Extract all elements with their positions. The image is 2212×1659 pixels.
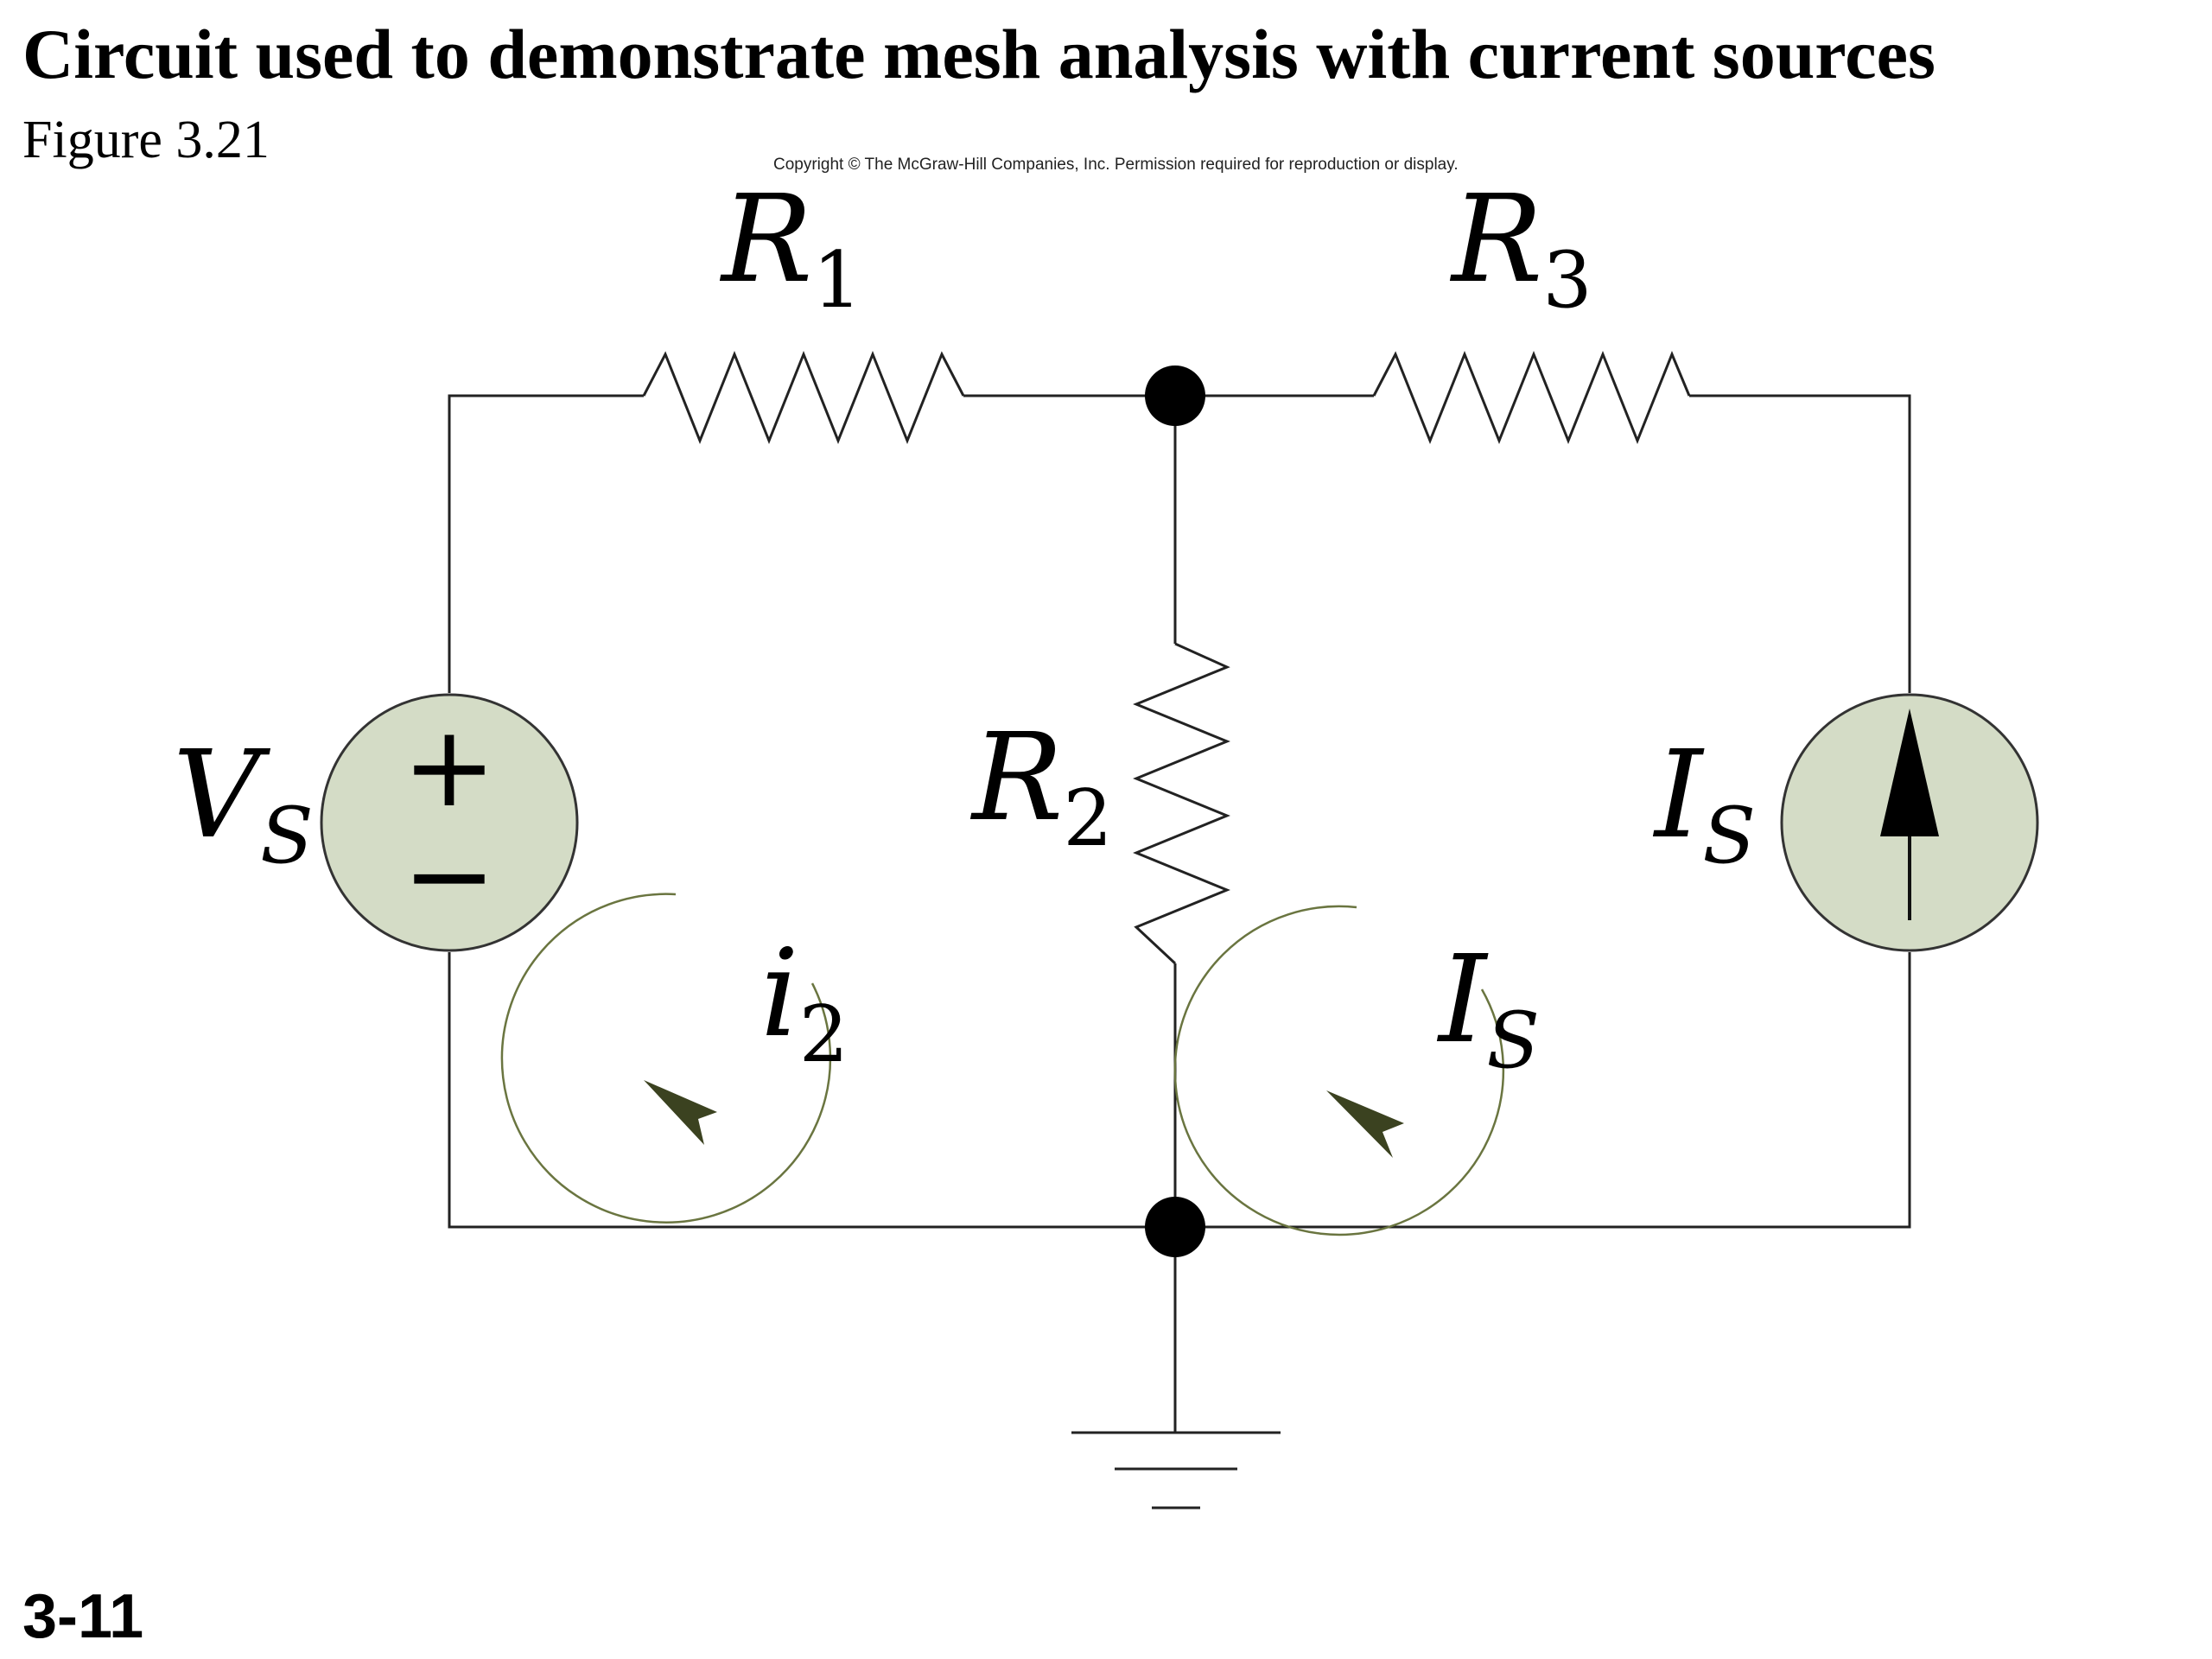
plus-sign: + bbox=[403, 701, 497, 832]
label-r2: R2 bbox=[969, 708, 1113, 864]
mesh-arrow-left-head bbox=[644, 1080, 717, 1145]
page-title: Circuit used to demonstrate mesh analysi… bbox=[22, 15, 1936, 93]
wire-right-top bbox=[1689, 394, 1911, 693]
label-is-source: IS bbox=[1652, 725, 1756, 881]
wire-left-bottom bbox=[448, 952, 1911, 1229]
current-source-is bbox=[1780, 693, 2039, 952]
resistor-r1 bbox=[642, 350, 965, 445]
label-r3: R3 bbox=[1449, 169, 1592, 326]
label-mesh-i2: i2 bbox=[760, 924, 849, 1080]
resistor-r2 bbox=[1133, 642, 1230, 965]
wire-left-top bbox=[448, 394, 644, 693]
mesh-arrow-left bbox=[500, 893, 832, 1224]
up-arrow-icon bbox=[1880, 709, 1939, 836]
label-mesh-is: IS bbox=[1436, 930, 1540, 1086]
node-top bbox=[1145, 365, 1205, 426]
voltage-source-vs: + − bbox=[320, 693, 579, 952]
mesh-arrow-right bbox=[1173, 905, 1505, 1236]
label-r1: R1 bbox=[719, 169, 862, 326]
figure-label: Figure 3.21 bbox=[22, 111, 270, 169]
wires bbox=[448, 394, 1911, 1433]
mesh-arrow-right-head bbox=[1326, 1090, 1404, 1158]
slide-number: 3-11 bbox=[22, 1582, 144, 1651]
label-vs: VS bbox=[173, 725, 314, 881]
node-bottom bbox=[1145, 1197, 1205, 1257]
copyright-notice: Copyright © The McGraw-Hill Companies, I… bbox=[773, 156, 1459, 174]
resistor-r3 bbox=[1372, 350, 1691, 445]
minus-sign: − bbox=[403, 810, 497, 941]
ground-symbol bbox=[1071, 1431, 1281, 1510]
